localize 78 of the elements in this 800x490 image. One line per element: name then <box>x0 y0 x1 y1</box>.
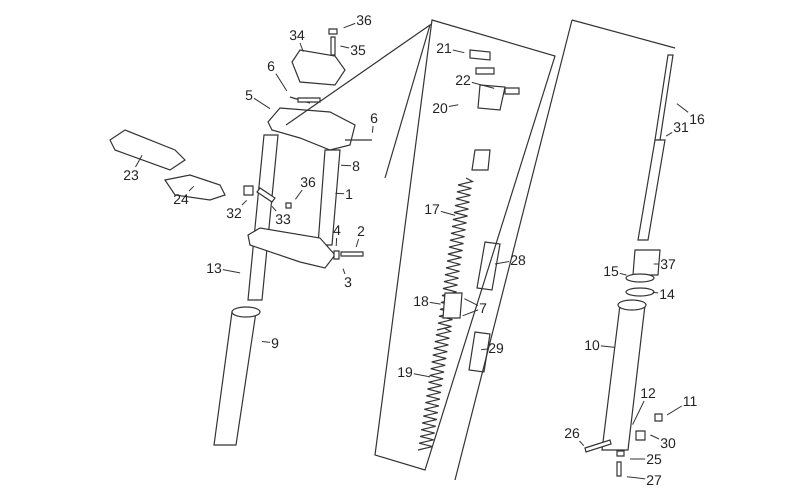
callout-number: 7 <box>479 301 487 315</box>
callout-number: 12 <box>640 386 656 400</box>
callout-number: 31 <box>673 120 689 134</box>
leader-line <box>462 309 479 316</box>
callout-number: 22 <box>455 73 471 87</box>
callout-number: 21 <box>436 41 452 55</box>
callout-number: 3 <box>344 275 352 289</box>
callout-number: 33 <box>275 212 291 226</box>
leader-line <box>222 269 241 274</box>
leader-line <box>343 22 356 28</box>
leader-line <box>579 440 584 446</box>
callout-number: 25 <box>646 452 662 466</box>
leader-line <box>342 268 346 274</box>
leader-line <box>452 50 465 54</box>
callout-number: 14 <box>659 287 675 301</box>
callout-number: 5 <box>245 88 253 102</box>
leader-line <box>272 206 277 212</box>
callout-number: 26 <box>564 426 580 440</box>
callout-number: 37 <box>660 257 676 271</box>
leader-line <box>294 190 303 200</box>
callout-number: 28 <box>510 253 526 267</box>
leader-line <box>652 292 659 294</box>
leader-line <box>494 261 510 264</box>
leader-line <box>253 98 270 110</box>
callout-number: 32 <box>226 206 242 220</box>
callout-number: 13 <box>206 261 222 275</box>
leader-line <box>356 238 360 248</box>
leader-line <box>135 154 143 168</box>
leader-line <box>626 476 646 480</box>
callout-number: 15 <box>603 264 619 278</box>
leader-line <box>334 192 345 194</box>
leader-line <box>440 210 456 216</box>
leader-line <box>619 272 628 276</box>
callout-number: 29 <box>488 341 504 355</box>
leader-line <box>630 458 646 460</box>
leader-line <box>471 82 495 89</box>
callout-number: 18 <box>413 294 429 308</box>
callout-number: 8 <box>352 159 360 173</box>
leader-line <box>448 104 459 107</box>
leader-line <box>676 103 689 113</box>
callout-number: 19 <box>397 365 413 379</box>
callout-number: 10 <box>584 338 600 352</box>
callout-number: 30 <box>660 436 676 450</box>
callout-number: 36 <box>300 175 316 189</box>
leader-line <box>480 348 488 350</box>
callout-number: 6 <box>370 111 378 125</box>
callout-number: 1 <box>345 187 353 201</box>
callout-number: 17 <box>424 202 440 216</box>
leader-line <box>600 345 616 348</box>
callout-number: 11 <box>682 394 698 408</box>
callout-number: 20 <box>432 101 448 115</box>
leader-line <box>666 406 682 416</box>
callout-number: 16 <box>689 112 705 126</box>
callout-number: 6 <box>267 59 275 73</box>
callout-number: 4 <box>333 223 341 237</box>
leader-line <box>340 46 350 48</box>
callout-number: 35 <box>350 43 366 57</box>
callout-number: 36 <box>356 13 372 27</box>
leader-line <box>413 373 431 378</box>
leader-line <box>242 200 248 206</box>
leader-line <box>340 164 352 166</box>
leader-line <box>262 341 271 343</box>
callout-number: 9 <box>271 336 279 350</box>
leader-line <box>372 126 374 134</box>
leader-line <box>300 42 304 52</box>
leader-line <box>336 238 338 246</box>
leader-line <box>650 434 660 440</box>
callout-number: 23 <box>123 168 139 182</box>
leader-line <box>275 73 288 92</box>
leader-line <box>464 298 479 306</box>
leader-line <box>429 302 442 305</box>
callout-number: 34 <box>289 28 305 42</box>
callout-number: 27 <box>646 473 662 487</box>
leader-line <box>632 400 645 426</box>
callout-number: 24 <box>173 192 189 206</box>
leader-line <box>666 132 673 137</box>
leader-line <box>188 186 194 192</box>
callout-number: 2 <box>357 224 365 238</box>
